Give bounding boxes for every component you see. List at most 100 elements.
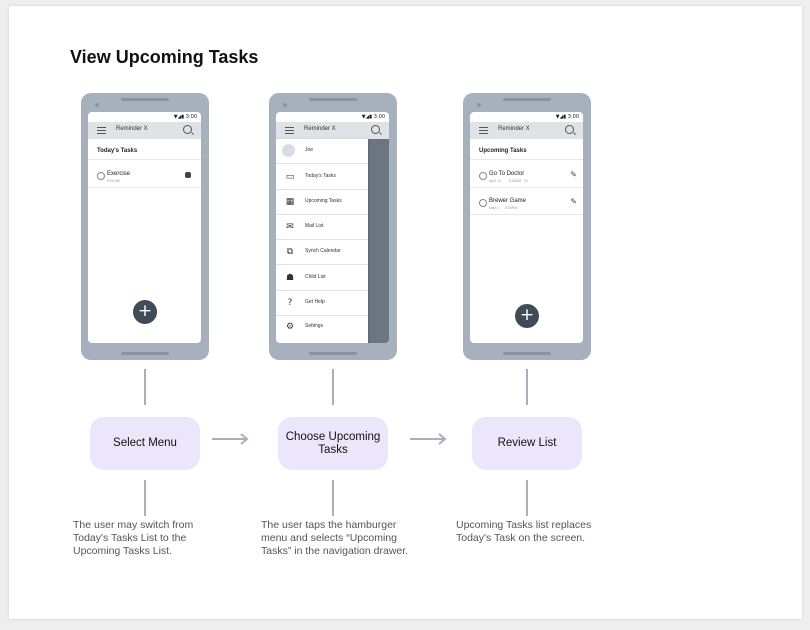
flow-arrow xyxy=(410,433,447,445)
task-time: 5:00PM xyxy=(505,206,518,210)
divider xyxy=(470,159,583,160)
add-task-fab[interactable]: + xyxy=(515,304,539,328)
step-description: The user may switch from Today's Tasks L… xyxy=(73,519,194,557)
user-name: Joe xyxy=(305,147,314,153)
step-description: The user taps the hamburger menu and sel… xyxy=(261,519,409,557)
task-date: May 3 xyxy=(489,206,499,210)
drawer-item-mail-list[interactable]: ✉ Mail List xyxy=(276,215,368,240)
step-label: Review List xyxy=(497,437,557,449)
app-bar: Reminder X xyxy=(276,122,389,139)
home-bar xyxy=(121,352,169,355)
drawer-item-upcoming-tasks[interactable]: ▦ Upcoming Tasks xyxy=(276,190,368,215)
step-choose-upcoming-tasks: Choose Upcoming Tasks xyxy=(278,417,388,470)
hamburger-menu-icon[interactable] xyxy=(479,127,488,134)
drawer-user: Joe xyxy=(276,139,368,164)
drawer-item-label: Today's Tasks xyxy=(305,173,336,179)
connector-line xyxy=(144,369,146,405)
gear-icon: ⚙ xyxy=(285,322,295,332)
step-review-list: Review List xyxy=(472,417,582,470)
phone-upcoming-tasks: ▼◢▮ 3:00 Reminder X Upcoming Tasks Go To… xyxy=(463,93,591,360)
speaker-bar xyxy=(503,98,551,101)
search-icon[interactable] xyxy=(183,125,192,134)
connector-line xyxy=(144,480,146,516)
app-title: Reminder X xyxy=(116,126,148,132)
phone-screen: ▼◢▮ 3:00 Reminder X Upcoming Tasks Go To… xyxy=(470,112,583,343)
phone-today-tasks: ▼◢▮ 3:00 Reminder X Today's Tasks Exerci… xyxy=(81,93,209,360)
phone-screen: ▼◢▮ 3:00 Reminder X Joe ▭ Today's Tasks … xyxy=(276,112,389,343)
status-bar: ▼◢▮ 3:00 xyxy=(361,114,385,120)
task-time: 9:00 AM xyxy=(107,179,120,183)
sync-calendar-icon: ⧉ xyxy=(286,247,294,257)
step-label: Choose Upcoming Tasks xyxy=(285,430,381,456)
task-time: 9:00AM 10 xyxy=(509,179,528,183)
divider xyxy=(88,187,201,188)
drawer-item-label: Mail List xyxy=(305,223,324,229)
drawer-item-label: Child List xyxy=(305,274,326,280)
drawer-item-child-list[interactable]: ☗ Child List xyxy=(276,266,368,291)
speaker-bar xyxy=(121,98,169,101)
phone-screen: ▼◢▮ 3:00 Reminder X Today's Tasks Exerci… xyxy=(88,112,201,343)
divider xyxy=(470,214,583,215)
flow-arrow xyxy=(212,433,249,445)
drawer-item-label: Settings xyxy=(305,323,324,329)
task-checkbox[interactable] xyxy=(479,199,487,207)
drawer-item-synch-calendar[interactable]: ⧉ Synch Calendar xyxy=(276,240,368,265)
drawer-item-label: Get Help xyxy=(305,299,325,305)
edit-pencil-icon[interactable]: ✎ xyxy=(570,170,577,179)
search-icon[interactable] xyxy=(371,125,380,134)
drawer-item-get-help[interactable]: ? Get Help xyxy=(276,291,368,316)
task-date: April 10 xyxy=(489,179,501,183)
section-title: Today's Tasks xyxy=(97,148,138,154)
connector-line xyxy=(526,369,528,405)
app-bar: Reminder X xyxy=(470,122,583,139)
edit-pencil-icon[interactable]: ✎ xyxy=(570,197,577,206)
calendar-grid-icon: ▦ xyxy=(285,197,295,207)
navigation-drawer: Joe ▭ Today's Tasks ▦ Upcoming Tasks ✉ M… xyxy=(276,139,368,343)
app-title: Reminder X xyxy=(498,126,530,132)
step-description: Upcoming Tasks list replaces Today's Tas… xyxy=(456,519,592,544)
page-title: View Upcoming Tasks xyxy=(70,47,259,67)
step-label: Select Menu xyxy=(113,437,177,449)
task-checkbox[interactable] xyxy=(479,172,487,180)
connector-line xyxy=(526,480,528,516)
avatar xyxy=(282,144,295,157)
drawer-item-todays-tasks[interactable]: ▭ Today's Tasks xyxy=(276,165,368,190)
speaker-bar xyxy=(309,98,357,101)
status-bar: ▼◢▮ 3:00 xyxy=(173,114,197,120)
task-item[interactable]: Brewer Game May 3 5:00PM ✎ xyxy=(479,197,579,219)
divider xyxy=(88,159,201,160)
hamburger-menu-icon[interactable] xyxy=(97,127,106,134)
help-icon: ? xyxy=(287,298,293,308)
drawer-item-settings[interactable]: ⚙ Settings xyxy=(276,315,368,339)
drawer-item-label: Upcoming Tasks xyxy=(305,198,342,204)
section-title: Upcoming Tasks xyxy=(479,148,527,154)
status-bar: ▼◢▮ 3:00 xyxy=(555,114,579,120)
task-item[interactable]: Go To Doctor April 10 9:00AM 10 ✎ xyxy=(479,170,579,192)
task-name: Go To Doctor xyxy=(489,171,525,177)
app-bar: Reminder X xyxy=(88,122,201,139)
alarm-icon[interactable] xyxy=(185,172,191,178)
camera-dot xyxy=(283,103,287,107)
mail-icon: ✉ xyxy=(286,222,294,232)
task-checkbox[interactable] xyxy=(97,172,105,180)
home-bar xyxy=(309,352,357,355)
people-icon: ☗ xyxy=(285,273,295,283)
task-item[interactable]: Exercise 9:00 AM xyxy=(97,170,197,192)
scrim-overlay[interactable] xyxy=(368,139,389,343)
task-name: Brewer Game xyxy=(489,198,527,204)
drawer-item-label: Synch Calendar xyxy=(305,248,341,254)
calendar-icon: ▭ xyxy=(285,172,295,182)
add-task-fab[interactable]: + xyxy=(133,300,157,324)
connector-line xyxy=(332,369,334,405)
hamburger-menu-icon[interactable] xyxy=(285,127,294,134)
app-title: Reminder X xyxy=(304,126,336,132)
camera-dot xyxy=(477,103,481,107)
task-name: Exercise xyxy=(107,171,131,177)
camera-dot xyxy=(95,103,99,107)
phone-navigation-drawer: ▼◢▮ 3:00 Reminder X Joe ▭ Today's Tasks … xyxy=(269,93,397,360)
step-select-menu: Select Menu xyxy=(90,417,200,470)
divider xyxy=(470,187,583,188)
home-bar xyxy=(503,352,551,355)
connector-line xyxy=(332,480,334,516)
search-icon[interactable] xyxy=(565,125,574,134)
